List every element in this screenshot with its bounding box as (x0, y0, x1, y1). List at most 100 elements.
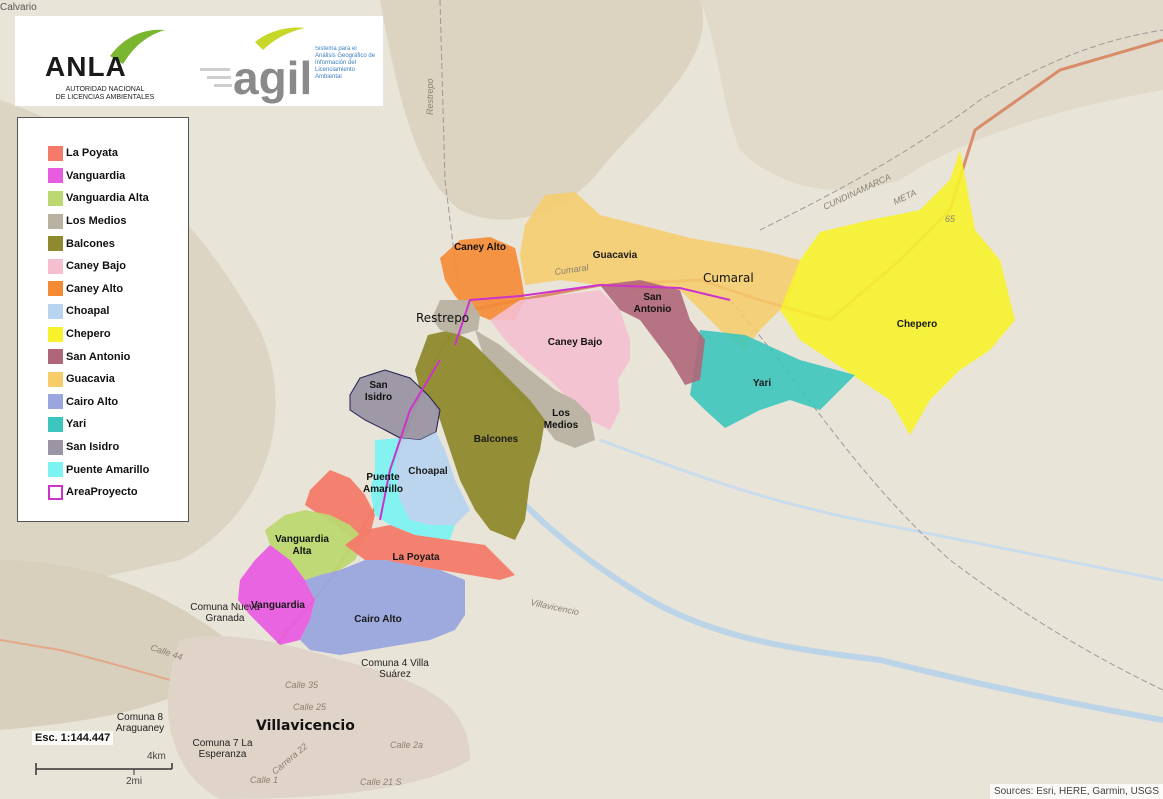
label-puente-amarillo-wrap: Puente Amarillo (362, 472, 403, 495)
polygon-caney-alto[interactable] (440, 237, 525, 320)
river (517, 497, 1163, 723)
label-guacavia: Guacavia (593, 250, 638, 261)
street-calle-1: Calle 1 (250, 775, 278, 785)
legend-label: La Poyata (66, 147, 118, 160)
street-calle-35: Calle 35 (285, 680, 319, 690)
admin-boundary (759, 29, 1163, 231)
legend-item: Choapal (48, 300, 188, 323)
polygon-los-medios[interactable] (475, 330, 595, 448)
legend-item: Yari (48, 413, 188, 436)
place-comuna-8: Comuna 8 Araguaney (115, 712, 165, 734)
polygon-choapal[interactable] (395, 432, 470, 525)
legend-item: San Isidro (48, 436, 188, 459)
polygon-chepero[interactable] (780, 150, 1015, 435)
legend-item: La Poyata (48, 142, 188, 165)
polygon-guacavia[interactable] (520, 192, 800, 350)
label-los-medios: Los Medios (543, 408, 579, 431)
agil-speed-lines (214, 84, 232, 87)
agil-speed-lines (207, 76, 231, 79)
label-puente-amarillo: Puente Amarillo (362, 472, 403, 495)
polygon-balcones[interactable] (415, 330, 545, 540)
legend-item: AreaProyecto (48, 481, 188, 504)
polygon-cairo-alto[interactable] (300, 560, 465, 655)
anla-subtitle-1: AUTORIDAD NACIONAL (66, 86, 145, 93)
label-cairo-alto: Cairo Alto (354, 614, 401, 625)
legend-swatch (48, 281, 63, 297)
legend-label: San Antonio (66, 350, 131, 363)
label-caney-bajo: Caney Bajo (547, 337, 603, 348)
scale-mi-label: 2mi (126, 776, 143, 787)
legend-item: San Antonio (48, 345, 188, 368)
map-sources-attribution: Sources: Esri, HERE, Garmin, USGS (989, 784, 1163, 799)
legend-label: Choapal (66, 305, 110, 318)
polygon-la-poyata[interactable] (345, 525, 515, 580)
place-comuna-7-wrap: Comuna 7 La Esperanza (192, 738, 252, 760)
legend-label: San Isidro (66, 441, 120, 454)
legend-label: Cairo Alto (66, 395, 119, 408)
label-caney-bajo-wrap: Caney Bajo (547, 337, 603, 348)
legend-item: Caney Alto (48, 278, 188, 301)
label-los-medios-wrap: Los Medios (543, 408, 579, 431)
legend-swatch (48, 303, 63, 319)
polygon-caney-bajo[interactable] (490, 290, 630, 430)
agil-tagline: Sistema para el Análisis Geográfico de I… (315, 46, 376, 80)
hillshade (380, 0, 704, 220)
legend-label: Chepero (66, 328, 111, 341)
label-choapal: Choapal (408, 466, 448, 477)
legend-item: Vanguardia Alta (48, 187, 188, 210)
label-san-isidro-wrap: San Isidro (365, 380, 392, 403)
place-comuna-4: Comuna 4 Villa Suárez (361, 658, 429, 680)
legend-item: Cairo Alto (48, 391, 188, 414)
label-la-poyata: La Poyata (392, 552, 440, 563)
legend-item: Guacavia (48, 368, 188, 391)
legend-label: Los Medios (66, 215, 127, 228)
legend-swatch (48, 462, 63, 478)
polygon-la-poyata-north[interactable] (305, 470, 375, 540)
river (599, 438, 1163, 582)
place-comuna-nueva-granada: Comuna Nueva Granada (190, 602, 260, 624)
agil-tagline-wrap: Sistema para el Análisis Geográfico de I… (315, 46, 376, 80)
legend-swatch (48, 439, 63, 455)
admin-boundary (439, 0, 461, 301)
polygon-yari[interactable] (690, 330, 855, 428)
route-65: 65 (945, 214, 956, 224)
logos-svg: ANLA AUTORIDAD NACIONAL DE LICENCIAS AMB… (45, 27, 376, 104)
agil-speed-lines (200, 68, 230, 71)
street-restrepo: Restrepo (425, 78, 435, 115)
label-caney-alto: Caney Alto (454, 242, 506, 253)
legend-label: Caney Alto (66, 282, 124, 295)
logo-panel: ANLA AUTORIDAD NACIONAL DE LICENCIAS AMB… (15, 16, 383, 106)
legend-swatch (48, 236, 63, 252)
polygon-vanguardia-alta[interactable] (265, 510, 365, 580)
hillshade (700, 0, 1163, 190)
place-villavicencio: Villavicencio (256, 718, 355, 734)
street-calle-2: Calle 2a (390, 740, 423, 750)
legend-item: Los Medios (48, 210, 188, 233)
polygon-san-antonio[interactable] (600, 280, 705, 385)
street-cumaral: Cumaral (554, 262, 590, 277)
street-calle-21: Calle 21 S (360, 777, 402, 787)
legend-swatch (48, 416, 63, 432)
legend-swatch (48, 258, 63, 274)
label-vanguardia-alta-wrap: Vanguardia Alta (275, 534, 329, 557)
legend-swatch (48, 371, 63, 387)
legend-swatch (48, 190, 63, 206)
polygon-vanguardia[interactable] (238, 545, 315, 645)
legend-swatch (48, 394, 63, 410)
label-san-antonio-wrap: San Antonio (634, 292, 672, 315)
label-chepero: Chepero (897, 319, 938, 330)
place-cumaral: Cumaral (703, 271, 754, 285)
legend-label: AreaProyecto (66, 486, 138, 499)
anla-leaf-icon (110, 29, 165, 64)
legend-label: Guacavia (66, 373, 115, 386)
legend-label: Caney Bajo (66, 260, 126, 273)
project-area-line[interactable] (379, 283, 731, 521)
label-vanguardia-alta: Vanguardia Alta (275, 534, 329, 557)
label-yari: Yari (753, 378, 772, 389)
place-comuna-nueva-granada-wrap: Comuna Nueva Granada (190, 602, 260, 624)
place-comuna-8-wrap: Comuna 8 Araguaney (115, 712, 165, 734)
anla-subtitle-2: DE LICENCIAS AMBIENTALES (56, 94, 155, 101)
legend-swatch (48, 326, 63, 342)
